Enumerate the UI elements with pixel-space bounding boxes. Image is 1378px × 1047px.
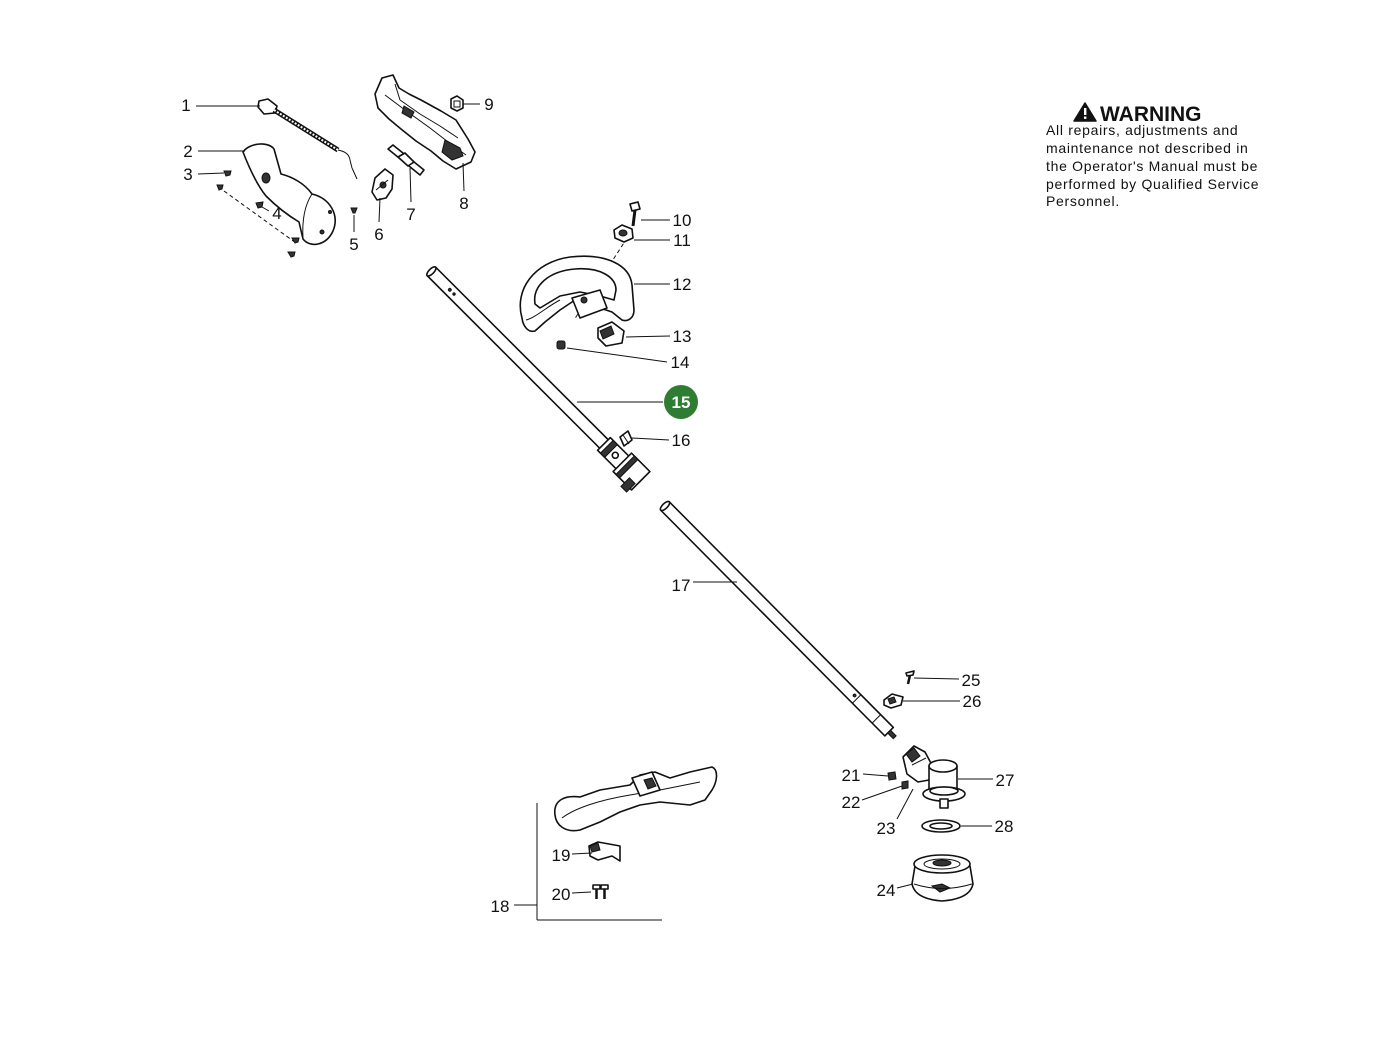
assembly-bracket-18 <box>536 803 662 921</box>
callout-3[interactable]: 3 <box>183 165 192 184</box>
callout-6[interactable]: 6 <box>374 225 383 244</box>
callout-14[interactable]: 14 <box>671 353 690 372</box>
part-24-trimmer-head <box>911 854 974 902</box>
callout-15-highlighted[interactable]: 15 <box>664 385 698 419</box>
callout-10[interactable]: 10 <box>673 211 692 230</box>
leader-lines <box>196 103 993 906</box>
callout-18[interactable]: 18 <box>491 897 510 916</box>
callout-11[interactable]: 11 <box>673 231 691 250</box>
part-15-upper-shaft[interactable] <box>417 260 651 493</box>
callout-17[interactable]: 17 <box>672 576 691 595</box>
callout-5[interactable]: 5 <box>349 235 358 254</box>
part-5-screw <box>350 207 358 214</box>
warning-triangle-icon <box>1073 102 1097 122</box>
callout-1[interactable]: 1 <box>181 96 190 115</box>
part-16-clip <box>619 430 633 447</box>
part-11-handle-clamp <box>613 224 634 243</box>
warning-line-2: maintenance not described in <box>1046 140 1249 156</box>
part-2-rear-handle-cover <box>242 143 336 246</box>
assembly-line-cover <box>223 190 297 244</box>
callout-22[interactable]: 22 <box>842 793 861 812</box>
warning-line-1: All repairs, adjustments and <box>1046 122 1238 138</box>
callout-24[interactable]: 24 <box>877 881 896 900</box>
callout-21[interactable]: 21 <box>842 766 861 785</box>
highlight-circle[interactable] <box>664 385 698 419</box>
callout-12[interactable]: 12 <box>673 275 692 294</box>
part-13-handle-block <box>597 321 625 347</box>
callout-13[interactable]: 13 <box>673 327 692 346</box>
warning-block: WARNING All repairs, adjustments and mai… <box>1046 102 1259 209</box>
part-10-bolt <box>629 201 641 227</box>
callout-25[interactable]: 25 <box>962 671 981 690</box>
part-20-screws <box>592 884 609 899</box>
part-8-throttle-housing <box>374 74 476 170</box>
part-9-nut <box>450 95 464 112</box>
callout-4[interactable]: 4 <box>272 204 281 223</box>
part-3-screw <box>216 170 232 191</box>
part-26-shaft-clamp <box>883 693 904 709</box>
callout-7[interactable]: 7 <box>406 205 415 224</box>
warning-title: WARNING <box>1100 103 1202 126</box>
callout-27[interactable]: 27 <box>996 771 1015 790</box>
callout-23[interactable]: 23 <box>877 819 896 838</box>
callout-26[interactable]: 26 <box>963 692 982 711</box>
part-18-guard <box>554 766 718 832</box>
part-25-screw <box>905 670 915 685</box>
part-28-washer <box>921 819 961 833</box>
callout-2[interactable]: 2 <box>183 142 192 161</box>
warning-line-3: the Operator's Manual must be <box>1046 158 1258 174</box>
warning-line-5: Personnel. <box>1046 193 1120 209</box>
part-1-throttle-cable <box>257 98 358 180</box>
part-19-line-cutter <box>588 841 621 862</box>
part-7-throttle-lockout <box>387 144 425 176</box>
part-17-lower-shaft <box>659 500 897 740</box>
callout-28[interactable]: 28 <box>995 817 1014 836</box>
callout-8[interactable]: 8 <box>459 194 468 213</box>
callouts: 1 2 3 4 5 6 7 8 9 10 11 12 13 14 15 16 1… <box>181 95 1014 916</box>
callout-19[interactable]: 19 <box>552 846 571 865</box>
part-22-screw <box>901 780 909 790</box>
callout-16[interactable]: 16 <box>672 431 691 450</box>
part-27-gearhead <box>922 759 966 809</box>
part-12-assist-handle <box>519 255 635 333</box>
callout-15[interactable]: 15 <box>672 393 691 412</box>
part-6-switch <box>371 168 394 201</box>
warning-line-4: performed by Qualified Service <box>1046 176 1259 192</box>
callout-20[interactable]: 20 <box>552 885 571 904</box>
part-14-set-screw <box>556 340 566 350</box>
part-21-screw <box>887 771 897 781</box>
callout-9[interactable]: 9 <box>484 95 493 114</box>
